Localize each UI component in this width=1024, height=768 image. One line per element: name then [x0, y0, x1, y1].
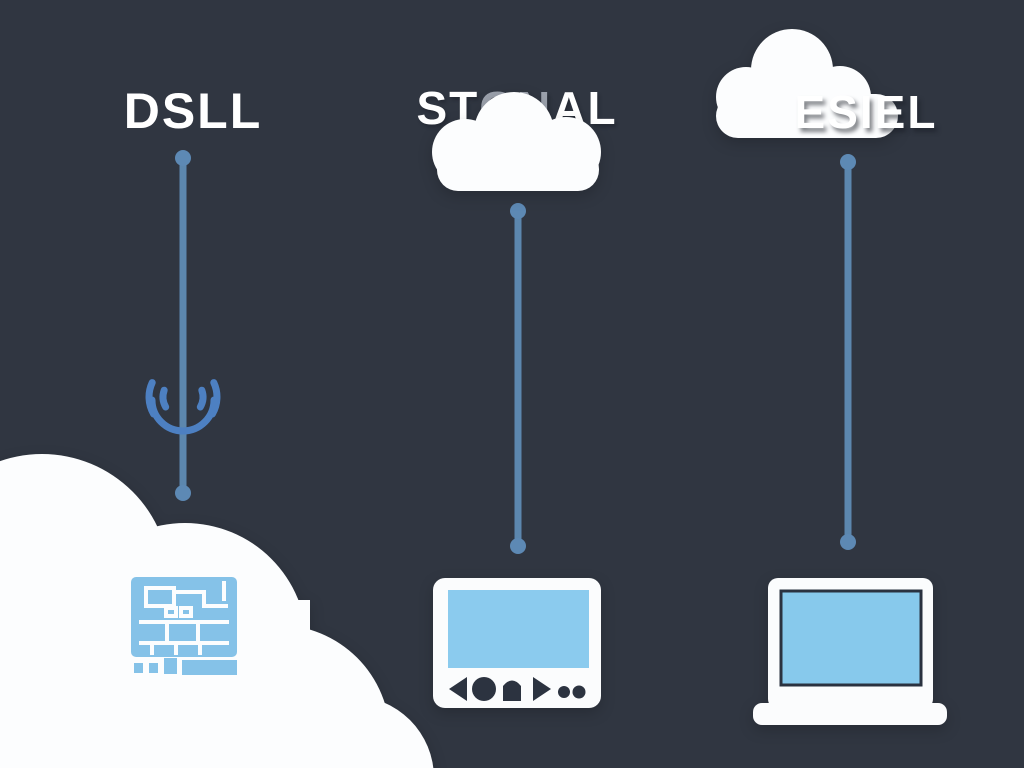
- media-player-screen: [448, 590, 589, 668]
- title-text: ESIEL: [794, 86, 938, 138]
- connection-line-right: [840, 154, 856, 550]
- connection-line-left: [175, 150, 191, 501]
- laptop-icon: [753, 578, 947, 725]
- cloud-icon-middle: [432, 92, 601, 191]
- media-player-icon: [433, 578, 601, 708]
- title-text: DSLL: [123, 83, 263, 139]
- broadcast-signal-icon: [145, 379, 221, 435]
- cloud-icon-bottom-left: [0, 454, 434, 768]
- column-title-dsll: DSLL: [103, 86, 283, 136]
- cloud-icon-right: [716, 29, 898, 138]
- column-title-esiel: ESIEL: [776, 89, 956, 135]
- modem-icon: [131, 577, 237, 675]
- media-player-buttons: [449, 677, 586, 701]
- connection-line-middle: [510, 203, 526, 554]
- modem-indicator-lights: [134, 658, 237, 675]
- laptop-base: [753, 703, 947, 725]
- laptop-screen: [779, 589, 923, 687]
